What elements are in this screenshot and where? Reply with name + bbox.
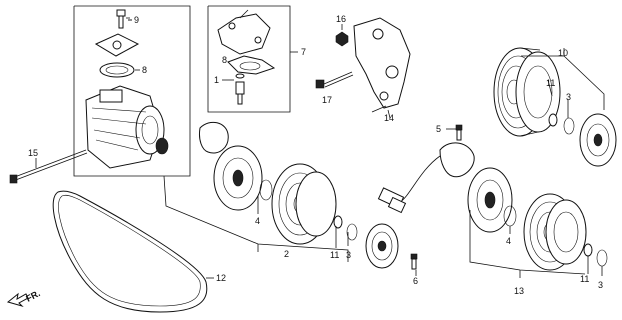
bracket-14 <box>353 17 411 119</box>
bolt-17 <box>315 71 354 89</box>
leader-lines <box>35 17 603 276</box>
snap-ring-4a <box>259 179 273 201</box>
bolt-15 <box>9 149 88 184</box>
callout-15: 15 <box>28 148 38 158</box>
gasket-8b <box>227 55 276 75</box>
callout-14: 14 <box>384 113 394 123</box>
callout-17: 17 <box>322 95 332 105</box>
switch-1 <box>222 73 245 105</box>
callout-11c: 11 <box>580 274 589 284</box>
cover-plate <box>94 33 140 57</box>
pulley-10 <box>493 47 561 137</box>
callout-8: 8 <box>142 65 147 75</box>
callout-11b: 11 <box>330 250 339 260</box>
callout-16: 16 <box>336 14 346 24</box>
hub-plate-a <box>579 113 617 167</box>
field-coil-a <box>199 121 263 211</box>
callout-5: 5 <box>436 124 441 134</box>
snap-ring-3b <box>346 223 358 241</box>
sensor-bracket <box>217 9 271 55</box>
callout-3c: 3 <box>598 280 603 290</box>
compressor-body <box>85 85 169 169</box>
compressor-box <box>73 5 191 177</box>
callout-10: 10 <box>558 48 568 58</box>
front-direction-arrow <box>6 292 29 308</box>
pulley-2 <box>271 163 337 245</box>
callout-12: 12 <box>216 273 226 283</box>
front-direction-label: FR. <box>24 288 41 304</box>
callout-3b: 3 <box>346 250 351 260</box>
bolt-5 <box>455 124 463 141</box>
gasket-8 <box>99 62 140 78</box>
callout-4b: 4 <box>506 236 511 246</box>
snap-ring-3a <box>563 117 575 135</box>
hub-plate-b <box>365 223 399 269</box>
callout-11a: 11 <box>546 78 555 88</box>
bolt-6 <box>410 253 418 270</box>
bolt-9 <box>116 9 132 29</box>
field-coil-b <box>399 142 513 233</box>
drive-belt-12 <box>52 190 214 313</box>
callout-13: 13 <box>514 286 524 296</box>
callout-9: 9 <box>134 15 139 25</box>
bracket-box <box>207 5 298 113</box>
nut-16 <box>335 24 349 47</box>
callout-6: 6 <box>413 276 418 286</box>
callout-3a: 3 <box>566 92 571 102</box>
pulley-13 <box>523 193 587 271</box>
callout-4a: 4 <box>255 216 260 226</box>
connector-b <box>377 187 407 214</box>
callout-8b: 8 <box>222 55 227 65</box>
callout-1: 1 <box>214 75 219 85</box>
callout-7: 7 <box>301 47 306 57</box>
washer-11b <box>333 215 343 229</box>
snap-ring-3c <box>596 249 608 267</box>
washer-11a <box>548 113 558 127</box>
callout-2: 2 <box>284 249 289 259</box>
washer-11c <box>583 243 593 257</box>
